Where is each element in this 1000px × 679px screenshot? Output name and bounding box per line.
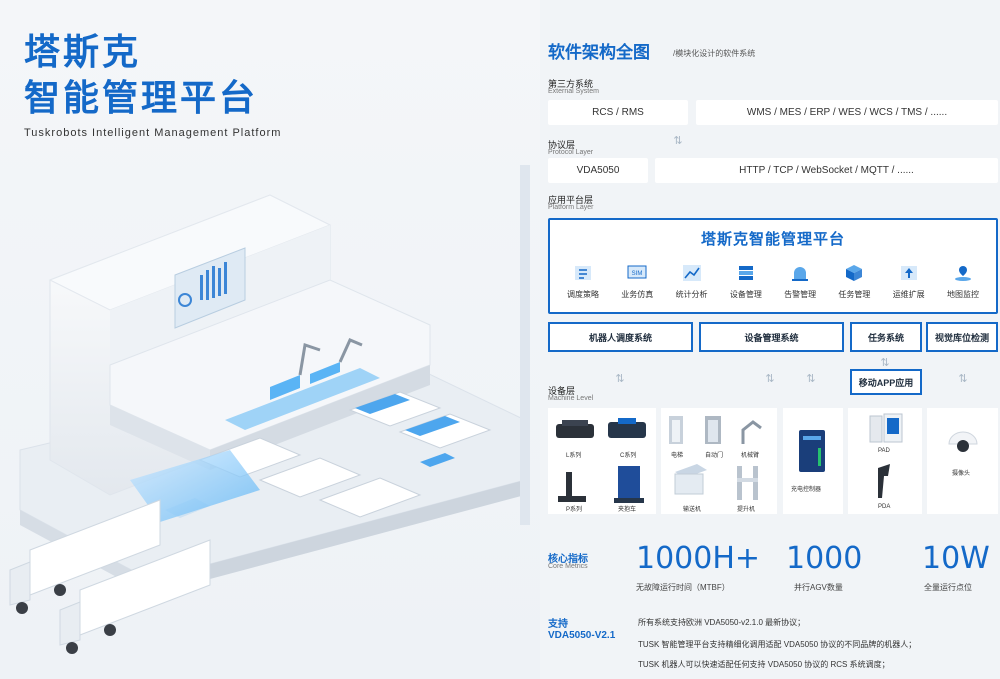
- support-subtitle: VDA5050-V2.1: [548, 630, 616, 641]
- charging-controller-icon: [799, 430, 825, 472]
- subsystem-vision: 视觉库位检测: [926, 322, 998, 352]
- device-label: C系列: [620, 453, 637, 459]
- device-label: 摄像头: [952, 471, 971, 477]
- external-label-en: External System: [548, 88, 599, 95]
- device-label: 充电控制器: [791, 487, 822, 493]
- metrics-title: 核心指标: [548, 554, 588, 565]
- support-title: 支持: [548, 619, 568, 630]
- task-icon: [846, 265, 863, 281]
- hero-title-line2: 智能管理平台: [24, 78, 259, 119]
- external-label: 第三方系统: [548, 79, 594, 89]
- device-group-controller: 充电控制器: [783, 408, 843, 514]
- module-label: 告警管理: [784, 290, 817, 299]
- arrow-up-down-icon: ⇅: [880, 357, 890, 369]
- protocol-box-http: HTTP / TCP / WebSocket / MQTT / ......: [655, 158, 998, 183]
- arrow-up-down-icon: ⇅: [673, 135, 683, 147]
- support-note: TUSK 智能管理平台支持精细化调用适配 VDA5050 协议的不同品牌的机器人…: [638, 640, 917, 649]
- machine-label-en: Machine Level: [548, 395, 594, 402]
- external-box-wms: WMS / MES / ERP / WES / WCS / TMS / ....…: [696, 100, 998, 125]
- module-alarm: 告警管理: [777, 264, 823, 300]
- device-icon: [738, 266, 753, 280]
- subsystem-task: 任务系统: [850, 322, 922, 352]
- camera-icon: [948, 431, 978, 452]
- analytics-icon: [682, 265, 701, 281]
- hero-title: 塔斯克 智能管理平台: [24, 30, 258, 122]
- metric-label: 无故障运行时间（MTBF）: [636, 583, 730, 592]
- equipment-icon: [669, 416, 762, 500]
- platform-label-en: Platform Layer: [548, 204, 594, 211]
- tablet-icon: [869, 413, 903, 498]
- device-group-camera: 摄像头: [927, 408, 998, 514]
- device-group-terminals: PAD PDA: [848, 408, 922, 514]
- platform-label: 应用平台层: [548, 195, 594, 205]
- arrow-up-down-icon: ⇅: [958, 373, 968, 385]
- module-device: 设备管理: [723, 264, 769, 300]
- device-group-equipment: 电梯 自动门 机械臂 输送机 提升机: [661, 408, 777, 514]
- robot-icon: [556, 418, 646, 503]
- connector-line: [520, 165, 530, 525]
- device-label: 自动门: [705, 453, 724, 459]
- protocol-label: 协议层: [548, 140, 576, 150]
- support-note: TUSK 机器人可以快速适配任何支持 VDA5050 协议的 RCS 系统调度；: [638, 660, 890, 669]
- platform-box: 塔斯克智能管理平台 调度策略 SIM 业务仿真 统计分析 设备管理 告警管理: [548, 218, 998, 314]
- device-label: 输送机: [683, 507, 702, 513]
- module-label: 调度策略: [567, 290, 599, 299]
- arch-title-sub: /模块化设计的软件系统: [673, 49, 756, 58]
- device-label: L系列: [566, 453, 582, 459]
- metric-label: 全量运行点位: [924, 583, 972, 592]
- hero-subtitle: Tuskrobots Intelligent Management Platfo…: [24, 127, 282, 139]
- platform-title: 塔斯克智能管理平台: [700, 231, 845, 248]
- device-group-robots: L系列 C系列 P系列 夹抱车: [548, 408, 656, 514]
- module-label: 任务管理: [838, 290, 871, 299]
- module-task: 任务管理: [831, 264, 877, 300]
- module-analytics: 统计分析: [669, 264, 715, 300]
- scheduling-icon: [575, 266, 591, 280]
- module-scheduling: 调度策略: [560, 264, 606, 300]
- device-label: PDA: [878, 504, 891, 510]
- device-label: 电梯: [671, 453, 684, 459]
- simulation-icon: SIM: [627, 265, 647, 279]
- hero-title-line1: 塔斯克: [24, 32, 142, 73]
- machine-label: 设备层: [548, 386, 576, 396]
- warehouse-illustration: [9, 194, 526, 654]
- extension-icon: [900, 266, 917, 280]
- device-label: 提升机: [737, 507, 756, 513]
- arrow-up-down-icon: ⇅: [615, 373, 625, 385]
- module-label: 统计分析: [675, 290, 708, 299]
- device-label: PAD: [878, 448, 890, 454]
- module-extension: 运维扩展: [886, 264, 932, 300]
- arrow-up-down-icon: ⇅: [765, 373, 775, 385]
- hero-panel: 塔斯克 智能管理平台 Tuskrobots Intelligent Manage…: [0, 0, 540, 679]
- arrow-up-down-icon: ⇅: [806, 373, 816, 385]
- subsystem-robot-scheduling: 机器人调度系统: [548, 322, 693, 352]
- module-label: 业务仿真: [621, 290, 654, 299]
- svg-text:SIM: SIM: [632, 271, 643, 277]
- device-label: P系列: [566, 507, 583, 513]
- subsystem-device-management: 设备管理系统: [699, 322, 844, 352]
- arch-title: 软件架构全图: [548, 43, 650, 63]
- architecture-panel: 软件架构全图 /模块化设计的软件系统 第三方系统 External System…: [520, 0, 1000, 679]
- module-map: 地图监控: [940, 264, 986, 300]
- metric-label: 并行AGV数量: [794, 583, 843, 592]
- module-label: 地图监控: [946, 290, 979, 299]
- device-label: 机械臂: [741, 453, 760, 459]
- alarm-icon: [792, 267, 809, 281]
- metric-value: 1000H+: [636, 541, 761, 576]
- module-label: 设备管理: [729, 290, 762, 299]
- protocol-box-vda: VDA5050: [548, 158, 648, 183]
- device-label: 夹抱车: [618, 507, 637, 513]
- metric-value: 1000: [786, 541, 863, 576]
- module-simulation: SIM 业务仿真: [614, 264, 660, 300]
- metrics-title-en: Core Metrics: [548, 563, 588, 570]
- module-label: 运维扩展: [892, 290, 925, 299]
- mobile-app-box: 移动APP应用: [850, 369, 922, 395]
- metric-value: 10W: [922, 541, 990, 576]
- external-box-rcs: RCS / RMS: [548, 100, 688, 125]
- support-note: 所有系统支持欧洲 VDA5050-v2.1.0 最新协议；: [638, 618, 806, 627]
- module-list: 调度策略 SIM 业务仿真 统计分析 设备管理 告警管理 任务管理: [560, 264, 986, 300]
- protocol-label-en: Protocol Layer: [548, 149, 594, 156]
- map-icon: [954, 266, 971, 281]
